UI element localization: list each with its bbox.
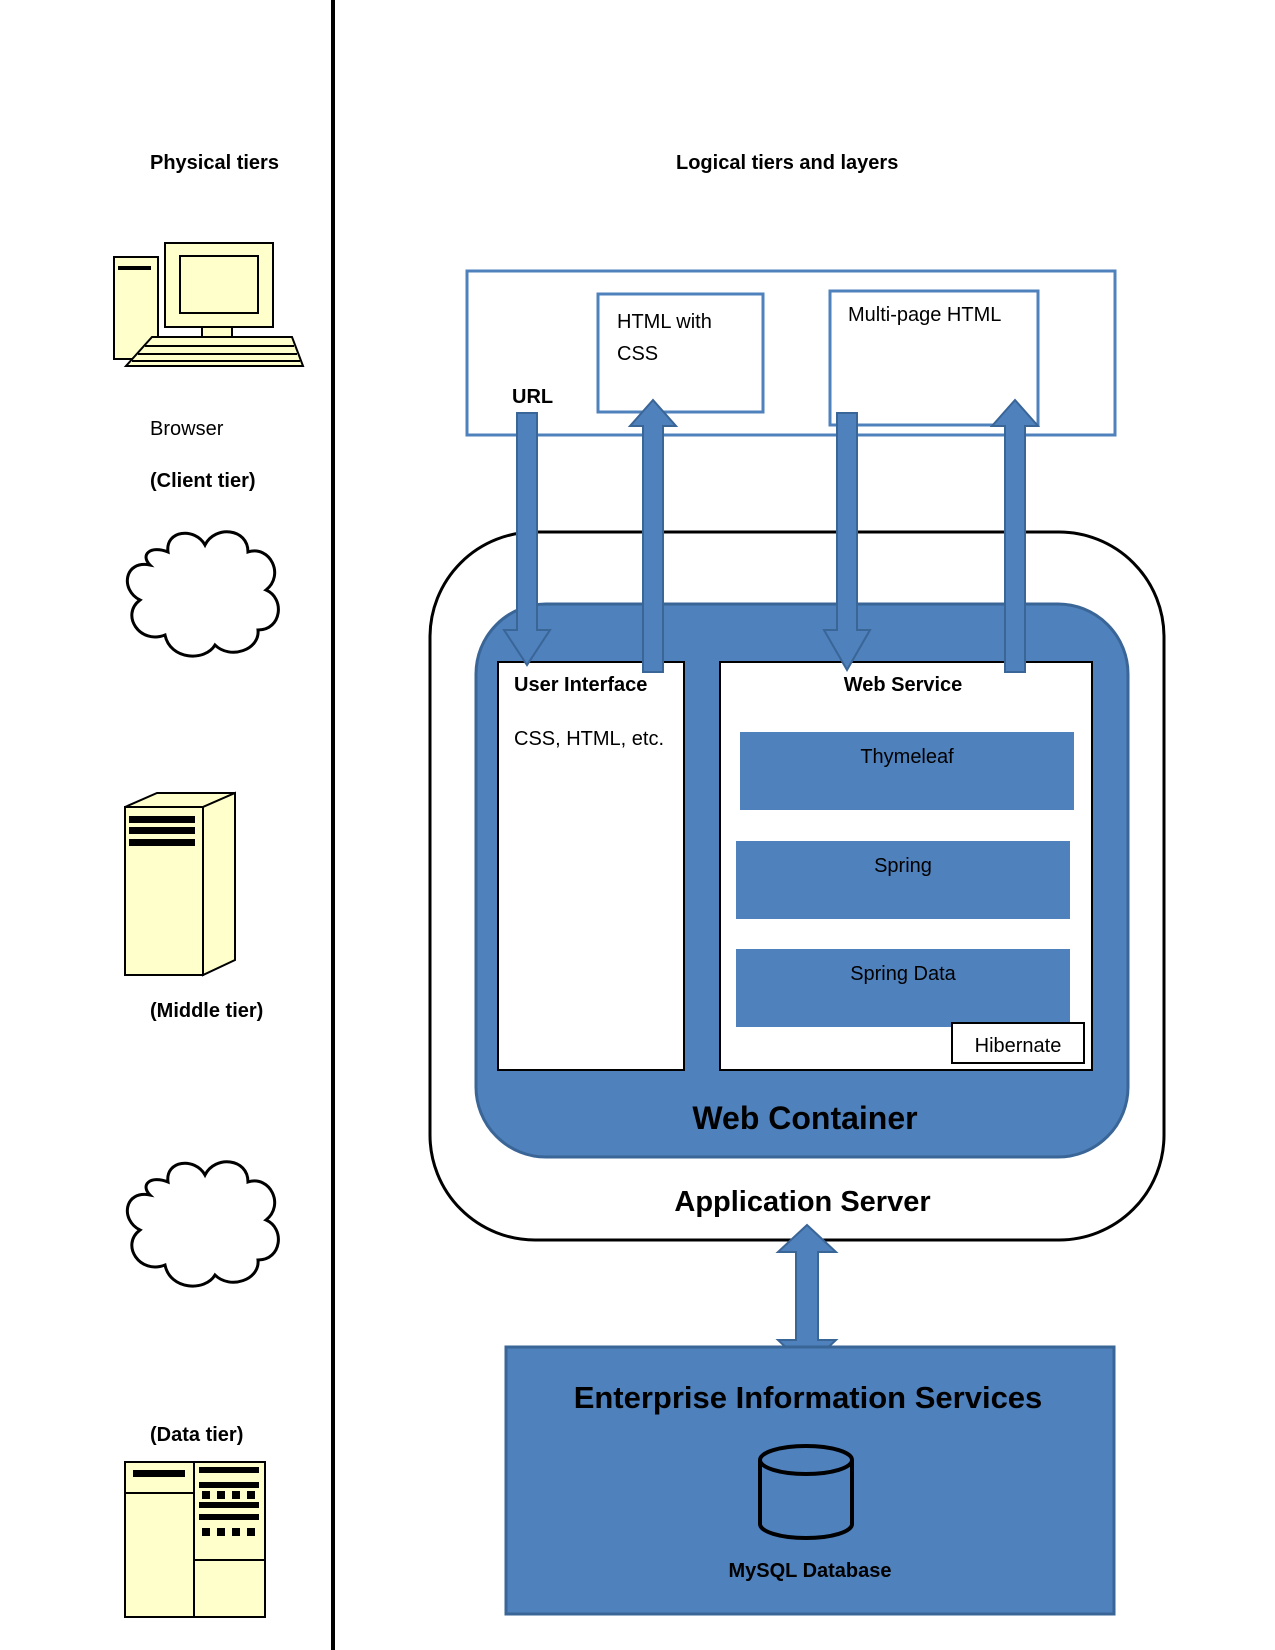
hibernate-label: Hibernate <box>974 1035 1062 1057</box>
web-service-title: Web Service <box>843 674 963 696</box>
browser-label: Browser <box>150 418 224 440</box>
html-response-arrow <box>627 398 679 673</box>
cloud-icon <box>125 1160 280 1288</box>
spring-layer <box>736 841 1070 919</box>
mysql-database-label: MySQL Database <box>728 1560 892 1582</box>
client-tier-label: (Client tier) <box>150 470 256 492</box>
html-css-label: HTML with CSS <box>617 311 712 365</box>
cloud-icon <box>125 530 280 658</box>
hibernate-box <box>951 1022 1085 1064</box>
user-interface-subtitle: CSS, HTML, etc. <box>514 728 665 750</box>
multipage-html-box <box>828 289 1040 427</box>
enterprise-title: Enterprise Information Services <box>573 1380 1043 1415</box>
spring-data-label: Spring Data <box>850 963 956 985</box>
thymeleaf-label: Thymeleaf <box>860 746 954 768</box>
url-request-arrow <box>502 412 552 667</box>
database-cylinder-icon <box>758 1444 854 1540</box>
application-server-title: Application Server <box>674 1186 931 1218</box>
middle-tier-label: (Middle tier) <box>150 1000 264 1022</box>
desktop-computer-icon <box>113 242 305 367</box>
user-interface-panel <box>497 661 685 1071</box>
spring-label: Spring <box>874 855 932 877</box>
database-server-icon <box>124 1461 266 1618</box>
user-interface-title: User Interface <box>514 674 648 696</box>
spring-data-layer <box>736 949 1070 1027</box>
service-response-arrow <box>989 398 1041 673</box>
service-request-arrow <box>822 412 872 673</box>
web-container-title: Web Container <box>692 1100 918 1136</box>
data-tier-label: (Data tier) <box>150 1424 244 1446</box>
thymeleaf-layer <box>740 732 1074 810</box>
html-css-box <box>596 292 765 414</box>
url-label: URL <box>512 386 554 408</box>
logical-tiers-heading: Logical tiers and layers <box>676 152 899 174</box>
physical-tiers-heading: Physical tiers <box>150 152 279 174</box>
server-tower-icon <box>124 791 236 977</box>
multipage-html-label: Multi-page HTML <box>848 304 1002 326</box>
